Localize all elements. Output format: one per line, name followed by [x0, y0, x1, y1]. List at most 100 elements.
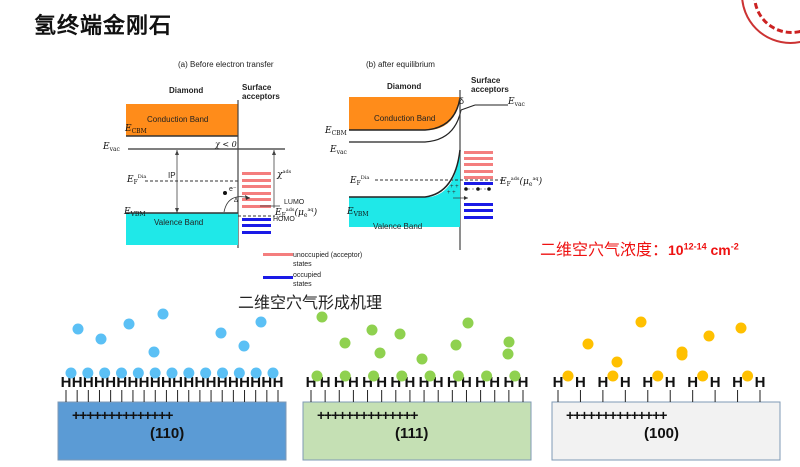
adsorbate-dot: [132, 367, 144, 379]
crystal-block-2: [302, 401, 532, 461]
adsorbate-dot: [424, 370, 436, 382]
adsorbate-dot: [149, 367, 161, 379]
hydrogen-atom: H: [105, 374, 116, 391]
positive-charge-row: ++++++++++++++: [566, 407, 667, 423]
adsorbate-dot: [635, 316, 647, 328]
hydrogen-atom: H: [433, 374, 444, 391]
adsorbate-dot: [481, 370, 493, 382]
hydrogen-atom: H: [489, 374, 500, 391]
positive-charge-row: ++++++++++++++: [72, 407, 173, 423]
adsorbate-dot: [82, 367, 94, 379]
hydrogen-atom: H: [475, 374, 486, 391]
electron-label: e⁻: [229, 186, 237, 193]
adsorbate-dot: [562, 370, 574, 382]
hydrogen-atom: H: [61, 374, 72, 391]
e-f-ads-label-a: EFads(μeaq): [275, 207, 318, 219]
adsorbate-dot: [267, 367, 279, 379]
adsorbate-dot: [238, 340, 250, 352]
adsorbate-dot: [509, 370, 521, 382]
chi-ads-label: χads: [277, 169, 292, 180]
hydrogen-atom: H: [642, 374, 653, 391]
adsorbate-dot: [116, 367, 127, 379]
adsorbate-dot: [366, 324, 378, 336]
adsorbate-dot: [215, 327, 227, 339]
chi-label-a: χ < 0: [215, 140, 237, 149]
adsorbate-dot: [233, 367, 245, 379]
e-f-dia-label-a: EFDia: [127, 174, 147, 186]
hydrogen-atom: H: [183, 374, 194, 391]
hydrogen-atom: H: [116, 374, 127, 391]
adsorbate-dot: [65, 367, 77, 379]
adsorbate-dot: [735, 322, 747, 334]
hydrogen-atom: H: [376, 374, 387, 391]
hydrogen-atom: H: [390, 374, 401, 391]
diagram-b-band-svg: + + + +: [349, 90, 508, 250]
svg-text:+ +: + +: [450, 184, 459, 190]
hydrogen-atom: H: [503, 374, 514, 391]
lumo-label: LUMO: [284, 199, 305, 206]
diagram-b-caption: (b) after equilibrium: [366, 60, 435, 69]
crystal-block-1: [57, 401, 287, 461]
valence-band-text-b: Valence Band: [373, 222, 423, 231]
hydrogen-atom: H: [665, 374, 676, 391]
hydrogen-atom: H: [597, 374, 608, 391]
valence-band-b: [349, 150, 460, 227]
adsorbate-dot: [72, 323, 84, 335]
adsorbate-dot: [255, 316, 267, 328]
hydrogen-atom: H: [620, 374, 631, 391]
hydrogen-atom: H: [419, 374, 430, 391]
hydrogen-atom: H: [334, 374, 345, 391]
conduction-band-a: [126, 104, 238, 136]
conduction-band-text-a: Conduction Band: [147, 115, 209, 124]
hydrogen-atom: H: [575, 374, 586, 391]
adsorbate-dot: [148, 346, 160, 358]
adsorbate-dot: [611, 356, 623, 368]
adsorbate-dot: [697, 370, 709, 382]
e-f-dia-label-b: EFDia: [350, 175, 370, 187]
hydrogen-atom: H: [161, 374, 172, 391]
hydrogen-atom: H: [139, 374, 150, 391]
hydrogen-atom: H: [447, 374, 458, 391]
adsorbate-dot: [311, 370, 323, 382]
hydrogen-atom: H: [217, 374, 228, 391]
hydrogen-atom: H: [273, 374, 284, 391]
adsorbate-dot: [652, 370, 664, 382]
diagram-b-diamond-label: Diamond: [387, 82, 422, 91]
adsorbate-dot: [316, 311, 328, 323]
hydrogen-atom: H: [755, 374, 766, 391]
hydrogen-atom: H: [206, 374, 217, 391]
e-vac-right-label-b: Evac: [508, 97, 525, 108]
adsorbate-dot: [123, 318, 135, 330]
adsorbate-dot: [200, 367, 212, 379]
adsorbate-dot: [99, 367, 111, 379]
hole-gas-concentration-note: 二维空穴气浓度：1012-14 cm-2: [540, 240, 739, 259]
adsorbate-dot: [502, 348, 514, 360]
crystal-block-3: [551, 401, 781, 461]
adsorbate-dot: [703, 330, 715, 342]
hydrogen-atom: H: [228, 374, 239, 391]
diagram-a-band-svg: [126, 100, 293, 279]
svg-text:+ +: + +: [447, 190, 456, 196]
ip-label: IP: [168, 171, 176, 180]
legend-unoccupied-label: unoccupied (acceptor)states: [293, 252, 363, 268]
hydrogen-atom: H: [348, 374, 359, 391]
legend-occupied-swatch: [263, 276, 293, 279]
hydrogen-atom: H: [261, 374, 272, 391]
adsorbate-dot: [166, 367, 178, 379]
adsorbate-dot: [462, 317, 474, 329]
hydrogen-atom: H: [83, 374, 94, 391]
delta-label-a: Δ: [234, 198, 239, 204]
crystal-face-label: (100): [644, 425, 679, 442]
hydrogen-atom: H: [461, 374, 472, 391]
adsorbate-dot: [157, 308, 169, 320]
e-vbm-label-b: EVBM: [347, 207, 369, 218]
diagram-a-caption: (a) Before electron transfer: [178, 60, 274, 69]
valence-band-text-a: Valence Band: [154, 218, 204, 227]
legend-unoccupied-swatch: [263, 253, 293, 256]
adsorbate-dot: [183, 367, 195, 379]
positive-charge-row: ++++++++++++++: [317, 407, 418, 423]
hydrogen-atom: H: [320, 374, 331, 391]
